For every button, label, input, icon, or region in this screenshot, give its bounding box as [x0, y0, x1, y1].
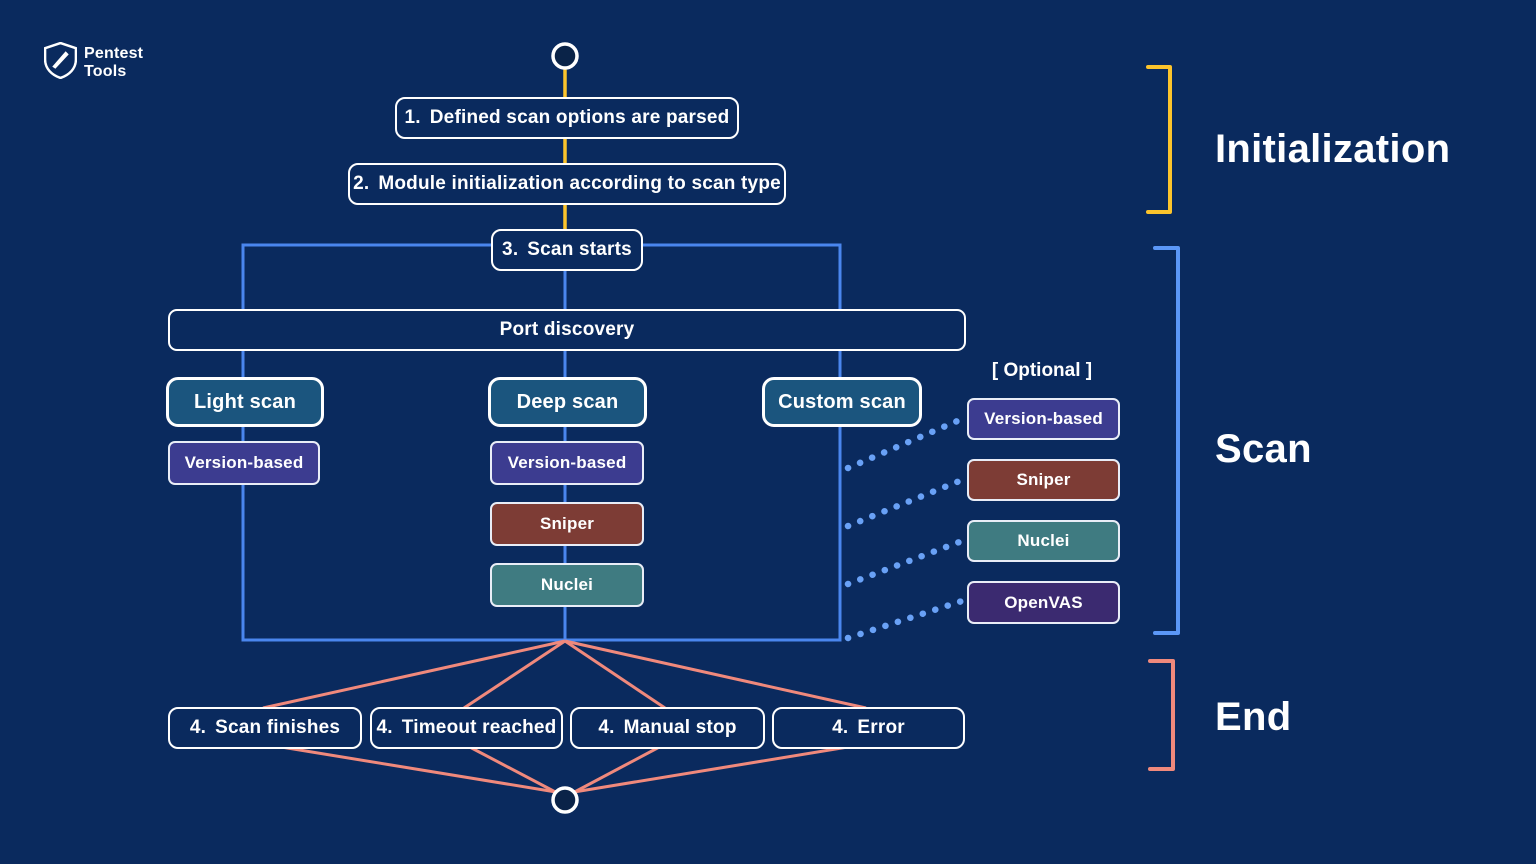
end-step-number: 4.: [376, 717, 393, 738]
module-label: Version-based: [984, 409, 1103, 428]
module-version-based-optional: Version-based: [967, 398, 1120, 440]
deep-scan-label: Deep scan: [516, 390, 619, 413]
module-label: Sniper: [539, 514, 595, 533]
end-fan-lines: [262, 639, 867, 798]
module-nuclei-deep: Nuclei: [490, 563, 644, 607]
end-step-label: Error: [857, 717, 905, 738]
scan-bracket: [1153, 246, 1180, 635]
step-box-2: 2. Module initialization according to sc…: [348, 163, 786, 205]
end-step-number: 4.: [189, 717, 207, 738]
section-label-scan: Scan: [1215, 427, 1312, 471]
dotted-connector-nuclei: [844, 537, 966, 588]
end-step-label: Manual stop: [623, 717, 737, 738]
end-box-manual-stop: 4. Manual stop: [570, 707, 765, 749]
end-box-timeout-reached: 4. Timeout reached: [370, 707, 563, 749]
brand-name: Pentest Tools: [84, 45, 143, 81]
brand-line2: Tools: [84, 63, 127, 80]
optional-header: [ Optional ]: [991, 360, 1093, 381]
module-version-based-light: Version-based: [168, 441, 320, 485]
initialization-bracket: [1146, 65, 1172, 214]
end-step-label: Scan finishes: [215, 717, 341, 738]
end-step-label: Timeout reached: [401, 717, 557, 738]
module-label: Nuclei: [540, 575, 594, 594]
end-node: [551, 786, 579, 814]
module-nuclei-optional: Nuclei: [967, 520, 1120, 562]
pentest-tools-logo: [43, 41, 78, 84]
scan-type-custom: Custom scan: [762, 377, 922, 427]
start-node: [551, 42, 579, 70]
step-3-number: 3.: [502, 239, 519, 260]
module-version-based-deep: Version-based: [490, 441, 644, 485]
step-box-1: 1. Defined scan options are parsed: [395, 97, 739, 139]
dotted-connector-sniper: [844, 476, 966, 530]
end-box-scan-finishes: 4. Scan finishes: [168, 707, 362, 749]
module-label: OpenVAS: [1004, 592, 1083, 612]
port-discovery-box: Port discovery: [168, 309, 966, 351]
module-label: Sniper: [1016, 470, 1071, 489]
section-label-end: End: [1215, 695, 1292, 739]
scan-type-light: Light scan: [166, 377, 324, 427]
section-label-initialization: Initialization: [1215, 127, 1451, 171]
dotted-connector-version-based: [844, 415, 966, 472]
step-2-number: 2.: [353, 173, 370, 194]
module-sniper-optional: Sniper: [967, 459, 1120, 501]
shield-icon: [43, 41, 78, 80]
module-openvas-optional: OpenVAS: [967, 581, 1120, 624]
dotted-optional-connectors: [844, 415, 966, 642]
end-step-number: 4.: [832, 717, 849, 738]
custom-scan-label: Custom scan: [778, 390, 906, 413]
step-1-number: 1.: [404, 107, 421, 128]
end-bracket: [1148, 659, 1175, 771]
module-label: Nuclei: [1017, 531, 1070, 550]
module-sniper-deep: Sniper: [490, 502, 644, 546]
scan-type-deep: Deep scan: [488, 377, 647, 427]
end-step-number: 4.: [598, 717, 615, 738]
light-scan-label: Light scan: [193, 390, 296, 413]
port-discovery-label: Port discovery: [499, 319, 635, 340]
brand-line1: Pentest: [84, 45, 144, 62]
step-2-label: Module initialization according to scan …: [378, 173, 781, 194]
step-box-3: 3. Scan starts: [491, 229, 643, 271]
step-3-label: Scan starts: [527, 239, 632, 260]
step-1-label: Defined scan options are parsed: [429, 107, 730, 128]
dotted-connector-openvas: [844, 597, 966, 642]
module-label: Version-based: [184, 453, 304, 472]
end-box-error: 4. Error: [772, 707, 965, 749]
module-label: Version-based: [507, 453, 627, 472]
